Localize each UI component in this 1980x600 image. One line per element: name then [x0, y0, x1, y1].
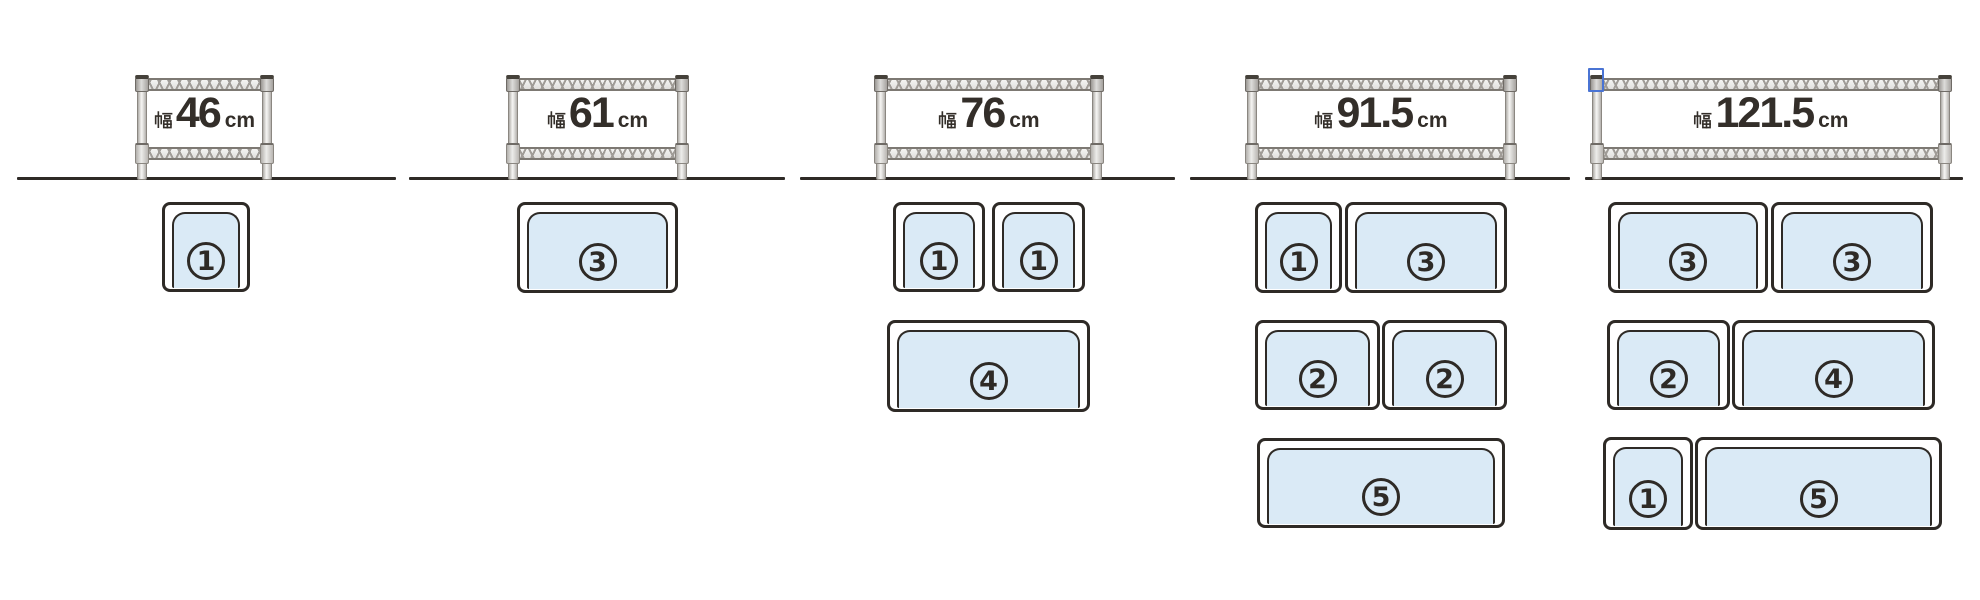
post-sleeve — [135, 143, 149, 164]
post-sleeve — [1245, 143, 1259, 164]
circled-number: 3 — [1407, 243, 1445, 281]
storage-box-3: 3 — [1608, 202, 1768, 293]
shelf-rail-middle — [147, 147, 262, 160]
post-sleeve — [675, 143, 689, 164]
circled-number: 2 — [1649, 360, 1688, 398]
shelf-rail-top — [147, 78, 262, 91]
width-kanji-icon: 幅 — [1693, 111, 1712, 129]
post-top-cap — [1938, 75, 1952, 92]
shelf-rail-middle — [1257, 147, 1505, 160]
post-sleeve — [260, 143, 274, 164]
ground-line — [800, 177, 1175, 180]
storage-box-3: 3 — [1771, 202, 1933, 293]
circled-number: 1 — [187, 242, 225, 280]
post-sleeve — [1590, 143, 1604, 164]
post-sleeve — [1503, 143, 1517, 164]
circled-number: 1 — [920, 242, 958, 280]
post-top-cap — [1245, 75, 1259, 92]
post-sleeve — [1090, 143, 1104, 164]
width-kanji-icon: 幅 — [938, 111, 957, 129]
storage-box-1: 1 — [893, 202, 985, 292]
width-unit: cm — [1818, 109, 1849, 132]
circled-number: 2 — [1298, 360, 1337, 398]
width-value: 46 — [175, 89, 222, 137]
width-value: 76 — [960, 89, 1006, 137]
storage-box-2: 2 — [1382, 320, 1507, 410]
storage-box-1: 1 — [992, 202, 1085, 292]
circled-number: 5 — [1799, 480, 1838, 518]
post-sleeve — [874, 143, 888, 164]
ground-line — [409, 177, 785, 180]
ground-line — [17, 177, 396, 180]
shelf-rail-top — [886, 78, 1092, 91]
storage-box-2: 2 — [1607, 320, 1730, 410]
storage-box-1: 1 — [1603, 437, 1693, 530]
circled-number: 4 — [1814, 360, 1853, 398]
circled-number: 2 — [1425, 360, 1464, 398]
width-kanji-icon: 幅 — [1314, 111, 1333, 129]
shelf-width-label: 幅91.5cm — [1314, 89, 1448, 137]
shelf-width-label: 幅76cm — [938, 89, 1040, 137]
shelf-width-label: 幅61cm — [547, 92, 648, 135]
selection-highlight — [1588, 68, 1604, 92]
width-unit: cm — [1417, 109, 1448, 132]
storage-box-5: 5 — [1695, 437, 1942, 530]
circled-number: 3 — [1833, 243, 1871, 281]
post-top-cap — [135, 75, 149, 92]
storage-box-1: 1 — [162, 202, 250, 292]
width-kanji-icon: 幅 — [154, 111, 172, 129]
storage-box-1: 1 — [1255, 202, 1342, 293]
circled-number: 1 — [1019, 242, 1058, 280]
shelf-width-label: 幅121.5cm — [1693, 89, 1849, 137]
post-top-cap — [675, 75, 689, 92]
shelf-width-label: 幅46cm — [154, 92, 255, 135]
shelf-rail-top — [518, 78, 677, 91]
circled-number: 1 — [1629, 480, 1667, 518]
ground-line — [1190, 177, 1570, 180]
shelf-rail-middle — [518, 147, 677, 160]
storage-box-4: 4 — [1732, 320, 1935, 410]
shelf-rail-middle — [886, 147, 1092, 160]
storage-box-3: 3 — [1345, 202, 1507, 293]
ground-line — [1585, 177, 1963, 180]
post-top-cap — [1503, 75, 1517, 92]
post-top-cap — [1090, 75, 1104, 92]
post-sleeve — [1938, 143, 1952, 164]
circled-number: 1 — [1279, 243, 1318, 281]
shelf-rail-middle — [1602, 147, 1940, 160]
width-unit: cm — [1009, 109, 1040, 132]
width-unit: cm — [224, 109, 256, 132]
shelf-rail-top — [1602, 78, 1940, 91]
width-kanji-icon: 幅 — [547, 111, 565, 129]
width-value: 91.5 — [1336, 89, 1414, 137]
shelf-rail-top — [1257, 78, 1505, 91]
circled-number: 4 — [969, 362, 1008, 400]
width-value: 61 — [568, 89, 615, 137]
storage-box-5: 5 — [1257, 438, 1505, 528]
post-top-cap — [260, 75, 274, 92]
post-sleeve — [506, 143, 520, 164]
width-value: 121.5 — [1715, 89, 1816, 137]
width-unit: cm — [617, 109, 649, 132]
storage-box-3: 3 — [517, 202, 678, 293]
post-top-cap — [506, 75, 520, 92]
circled-number: 3 — [578, 243, 617, 281]
circled-number: 3 — [1669, 243, 1707, 281]
circled-number: 5 — [1362, 478, 1400, 516]
post-top-cap — [874, 75, 888, 92]
storage-box-4: 4 — [887, 320, 1090, 412]
storage-box-2: 2 — [1255, 320, 1380, 410]
